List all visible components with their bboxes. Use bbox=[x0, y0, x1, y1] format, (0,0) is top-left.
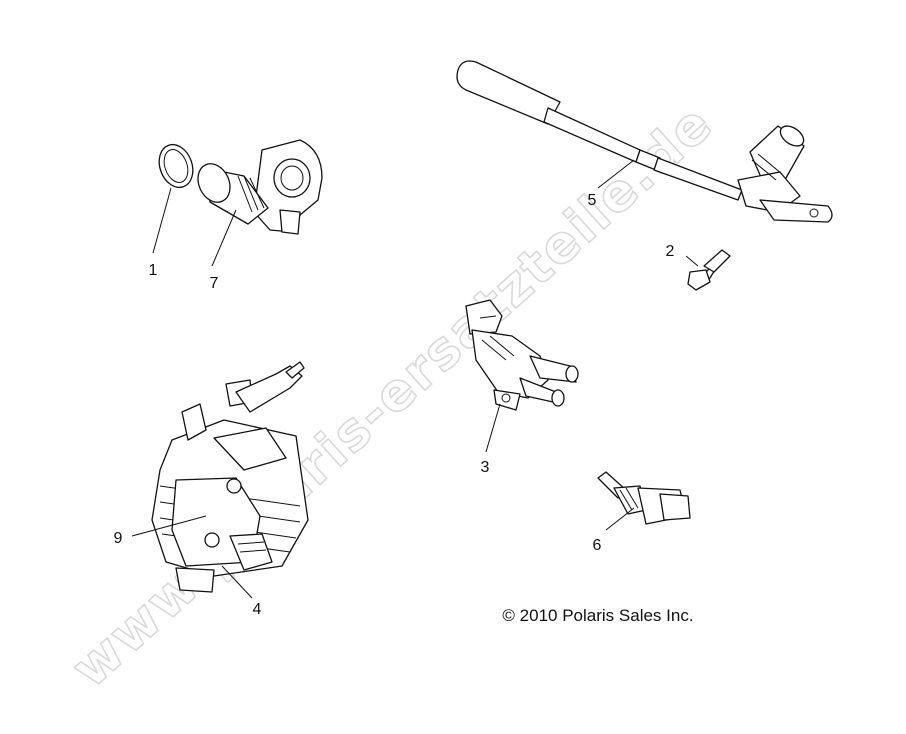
leader-lines bbox=[131, 159, 699, 599]
part-3-valve[interactable] bbox=[465, 299, 579, 411]
callout-2: 2 bbox=[666, 243, 675, 260]
part-9-throttle-body[interactable] bbox=[151, 361, 309, 593]
callout-4: 4 bbox=[253, 601, 262, 618]
part-7-sensor[interactable] bbox=[192, 139, 323, 235]
callout-3: 3 bbox=[481, 459, 490, 476]
callout-9: 9 bbox=[114, 530, 123, 547]
part-5-speed-sensor[interactable] bbox=[456, 60, 833, 223]
part-4-sensor[interactable] bbox=[229, 533, 273, 571]
callout-6: 6 bbox=[593, 537, 602, 554]
callout-5: 5 bbox=[588, 192, 597, 209]
part-6-temp-sensor[interactable] bbox=[597, 471, 691, 525]
callout-1: 1 bbox=[149, 262, 158, 279]
part-2-bolt[interactable] bbox=[687, 249, 731, 291]
callout-7: 7 bbox=[210, 275, 219, 292]
copyright-text: © 2010 Polaris Sales Inc. bbox=[502, 606, 693, 625]
part-1-o-ring[interactable] bbox=[153, 140, 198, 192]
